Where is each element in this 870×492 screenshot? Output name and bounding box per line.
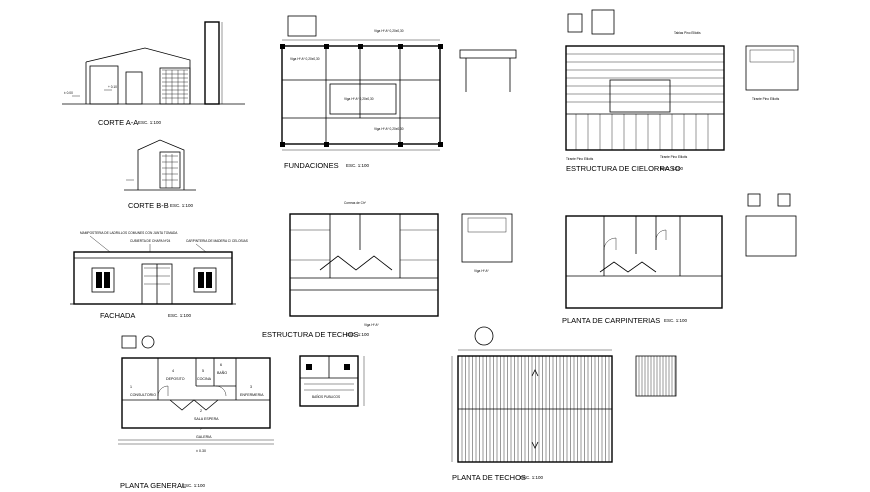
fundaciones-note-3: Viga Hº Aº 0,20x0,30: [344, 97, 374, 101]
room-number-7: 7: [200, 427, 202, 431]
room-number-5: 5: [202, 369, 204, 373]
planta-general-title: PLANTA GENERAL: [120, 481, 186, 490]
techos-note-1: Correas de Chº: [344, 201, 367, 205]
fachada-drawing: [70, 235, 236, 305]
carpinterias-scale: ESC. 1:100: [664, 318, 688, 323]
room-number-2: 2: [200, 409, 202, 413]
planta-general-level: ± 0.30: [196, 449, 206, 453]
corte-bb-title: CORTE B-B: [128, 201, 169, 210]
cielorraso-note-4: Tirante Pino Elliotis: [660, 155, 688, 159]
fundaciones-note-1: Viga Hº Aº 0,20x0,30: [374, 29, 404, 33]
room-number-4: 4: [172, 369, 174, 373]
planta-general-drawing: [118, 335, 274, 445]
planta-techos-scale: ESC. 1:100: [520, 475, 544, 480]
cielorraso-note-3: Tirante Pino Elliotis: [566, 157, 594, 161]
planta-techos-drawing: [451, 326, 677, 463]
fachada-note-3: CARPINTERIA DE MADERA C/ CELOSIAS: [186, 239, 248, 243]
svg-text:± 0.00: ± 0.00: [64, 91, 73, 95]
room-sala-espera: SALA ESPERA: [194, 417, 219, 421]
fachada-title: FACHADA: [100, 311, 135, 320]
room-number-6: 6: [220, 363, 222, 367]
corte-aa-title: CORTE A-A: [98, 118, 138, 127]
corte-aa-drawing: ± 0.00 + 0.10: [62, 21, 245, 105]
techos-title: ESTRUCTURA DE TECHOS: [262, 330, 359, 339]
fachada-scale: ESC. 1:100: [168, 313, 192, 318]
techos-note-2: Viga Hº Aº: [474, 269, 490, 273]
estructura-techos-drawing: [289, 213, 513, 317]
carpinterias-title: PLANTA DE CARPINTERIAS: [562, 316, 660, 325]
room-cocina: COCINA: [197, 377, 212, 381]
corte-aa-scale: ESC. 1:100: [138, 120, 162, 125]
corte-bb-scale: ESC. 1:100: [170, 203, 194, 208]
room-consultorio: CONSULTORIO: [130, 393, 156, 397]
fachada-note-2: CUBIERTA DE CHAPA Nº24: [130, 239, 171, 243]
fachada-note-1: MAMPOSTERIA DE LADRILLOS COMUNES CON JUN…: [80, 231, 178, 235]
fundaciones-title: FUNDACIONES: [284, 161, 339, 170]
svg-text:+ 0.10: + 0.10: [108, 85, 117, 89]
cielorraso-title: ESTRUCTURA DE CIELORRASO: [566, 164, 681, 173]
room-galeria: GALERIA: [196, 435, 212, 439]
fundaciones-note-4: Viga Hº Aº 0,20x0,30: [374, 127, 404, 131]
room-number-3: 3: [250, 385, 252, 389]
room-bano: BAÑO: [217, 370, 227, 375]
techos-note-3: Viga Hº Aº: [364, 323, 380, 327]
fundaciones-scale: ESC. 1:100: [346, 163, 370, 168]
estructura-cielorraso-drawing: [565, 9, 799, 151]
cielorraso-note-1: Tablas Pino Elliotis: [674, 31, 701, 35]
cielorraso-note-2: Tirante Pino Elliotis: [752, 97, 780, 101]
cielorraso-scale: ESC. 1:100: [660, 166, 684, 171]
fundaciones-note-2: Viga Hº Aº 0,20x0,30: [290, 57, 320, 61]
room-deposito: DEPOSITO: [166, 377, 185, 381]
planta-techos-title: PLANTA DE TECHOS: [452, 473, 526, 482]
banos-publicos-title: BAÑOS PUBLICOS: [312, 394, 340, 399]
techos-scale: ESC. 1:100: [346, 332, 370, 337]
planta-general-scale: ESC. 1:100: [182, 483, 206, 488]
room-enfermeria: ENFERMERIA: [240, 393, 264, 397]
planta-carpinterias-drawing: [565, 193, 797, 309]
banos-publicos-drawing: [299, 355, 365, 407]
fundaciones-drawing: [280, 15, 517, 151]
room-number-1: 1: [130, 385, 132, 389]
corte-bb-drawing: [124, 139, 196, 191]
